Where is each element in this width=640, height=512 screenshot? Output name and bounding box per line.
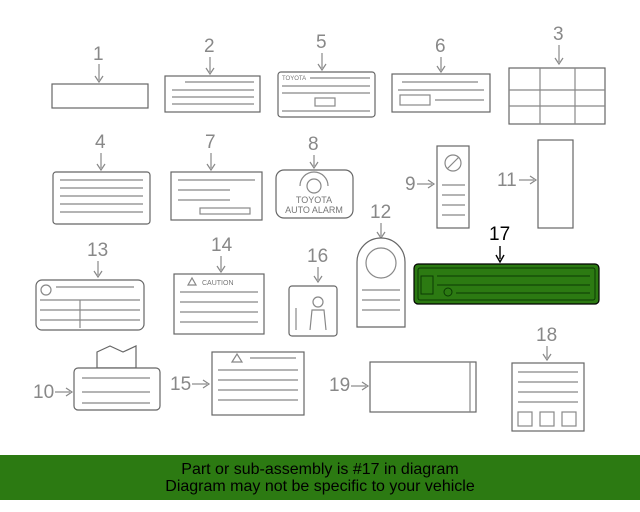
part-8[interactable]: 8 TOYOTA AUTO ALARM bbox=[275, 134, 354, 219]
part-10[interactable]: 10 bbox=[33, 345, 161, 411]
callout-11: 11 bbox=[497, 170, 517, 191]
part-2[interactable]: 2 bbox=[164, 36, 261, 113]
bottom-strip bbox=[0, 500, 640, 512]
callout-15: 15 bbox=[170, 374, 191, 395]
part-9[interactable]: 9 bbox=[405, 145, 470, 229]
callout-16: 16 bbox=[307, 246, 328, 267]
banner-line-2: Diagram may not be specific to your vehi… bbox=[165, 477, 475, 495]
part-5[interactable]: 5 TOYOTA bbox=[277, 32, 376, 118]
callout-19: 19 bbox=[329, 375, 350, 396]
callout-13: 13 bbox=[87, 240, 108, 261]
part-6[interactable]: 6 bbox=[391, 36, 491, 113]
part-3[interactable]: 3 bbox=[508, 24, 606, 125]
part-15[interactable]: 15 bbox=[170, 351, 305, 416]
callout-4: 4 bbox=[95, 132, 106, 153]
callout-6: 6 bbox=[435, 36, 446, 57]
callout-10: 10 bbox=[33, 382, 54, 403]
callout-2: 2 bbox=[204, 36, 215, 57]
alarm-text-1: TOYOTA bbox=[296, 195, 332, 205]
caution-text: CAUTION bbox=[202, 280, 234, 287]
part-18[interactable]: 18 bbox=[511, 325, 585, 432]
part-4[interactable]: 4 bbox=[52, 132, 151, 225]
part-1[interactable]: 1 bbox=[51, 44, 149, 109]
part-7[interactable]: 7 bbox=[170, 132, 263, 221]
callout-18: 18 bbox=[536, 325, 557, 346]
alarm-text-2: AUTO ALARM bbox=[285, 205, 343, 215]
callout-1: 1 bbox=[93, 44, 104, 65]
parts-diagram: 1 2 5 TOYOTA 6 3 bbox=[33, 24, 606, 432]
callout-8: 8 bbox=[308, 134, 319, 155]
toyota-text: TOYOTA bbox=[282, 76, 306, 82]
part-12[interactable]: 12 bbox=[356, 202, 406, 328]
part-19[interactable]: 19 bbox=[329, 361, 477, 413]
info-banner: Part or sub-assembly is #17 in diagram D… bbox=[0, 455, 640, 500]
part-11[interactable]: 11 bbox=[497, 139, 574, 229]
callout-14: 14 bbox=[211, 235, 233, 256]
callout-3: 3 bbox=[553, 24, 564, 45]
part-16[interactable]: 16 bbox=[288, 246, 338, 337]
part-13[interactable]: 13 bbox=[35, 240, 145, 331]
part-14[interactable]: 14 CAUTION bbox=[173, 235, 265, 335]
callout-9: 9 bbox=[405, 174, 416, 195]
callout-5: 5 bbox=[316, 32, 327, 53]
part-17[interactable]: 17 bbox=[413, 224, 600, 305]
callout-17: 17 bbox=[489, 224, 510, 245]
banner-line-1: Part or sub-assembly is #17 in diagram bbox=[181, 460, 459, 478]
callout-7: 7 bbox=[205, 132, 216, 153]
callout-12: 12 bbox=[370, 202, 391, 223]
